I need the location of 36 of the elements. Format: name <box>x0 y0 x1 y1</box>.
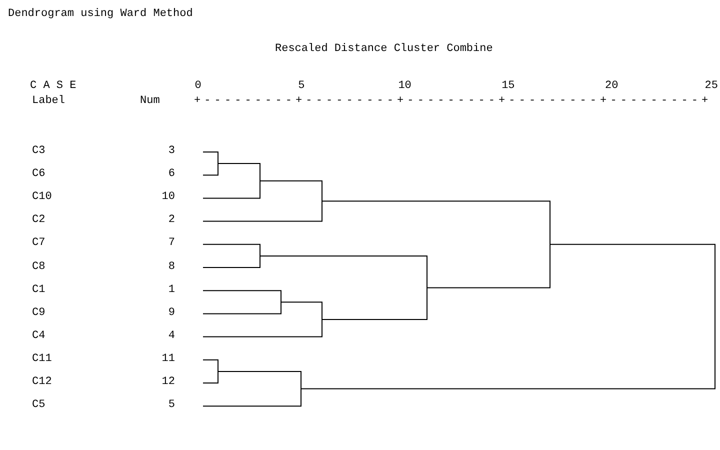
case-number: 9 <box>168 306 175 320</box>
case-number: 3 <box>168 144 175 158</box>
tick-label: 20 <box>605 79 618 93</box>
case-label: C4 <box>32 328 46 343</box>
case-label: C1 <box>32 282 46 297</box>
axis-title: Rescaled Distance Cluster Combine <box>275 42 493 56</box>
case-number: 12 <box>162 375 175 389</box>
tick-label: 5 <box>298 79 305 93</box>
case-label: C8 <box>32 260 46 274</box>
column-header: Label <box>32 94 66 108</box>
case-number: 4 <box>168 328 175 343</box>
case-label: C11 <box>32 352 52 366</box>
tick-label: 0 <box>194 79 202 93</box>
case-label: C3 <box>32 144 46 158</box>
tick-label: 15 <box>502 79 515 93</box>
case-number: 8 <box>168 260 175 274</box>
case-label: C9 <box>32 306 46 320</box>
chart-title: Dendrogram using Ward Method <box>8 7 193 22</box>
axis-line: +---------+---------+---------+---------+---------+ <box>194 94 712 108</box>
case-number: 11 <box>162 352 175 366</box>
case-label: C2 <box>32 213 46 228</box>
case-label: C6 <box>32 167 46 182</box>
case-label: C12 <box>32 375 52 389</box>
case-number: 6 <box>168 167 175 182</box>
case-label: C7 <box>32 236 46 250</box>
tick-label: 10 <box>398 79 412 93</box>
column-header: C A S E <box>30 79 76 93</box>
column-header: Num <box>140 94 160 108</box>
case-label: C5 <box>32 398 46 412</box>
case-number: 1 <box>168 282 175 297</box>
case-number: 10 <box>162 190 175 204</box>
case-number: 7 <box>168 236 175 250</box>
case-number: 2 <box>168 213 175 228</box>
case-number: 5 <box>168 398 175 412</box>
case-label: C10 <box>32 190 52 204</box>
tick-label: 25 <box>704 79 718 93</box>
